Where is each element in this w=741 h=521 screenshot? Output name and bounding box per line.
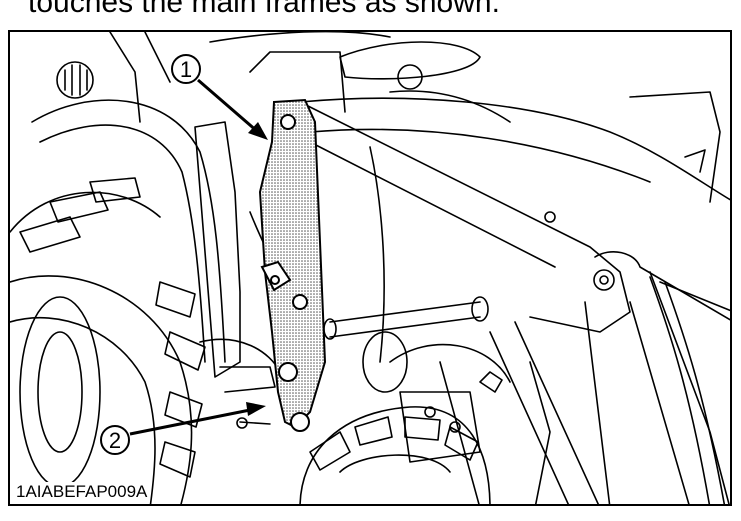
- callout-2: 2: [100, 402, 266, 455]
- tractor-loader-drawing: 1 2: [10, 32, 730, 504]
- technical-illustration: 1 2 1AIABEFAP009A: [8, 30, 732, 506]
- instruction-text: touches the main frames as shown.: [28, 0, 500, 19]
- figure-code: 1AIABEFAP009A: [14, 482, 150, 502]
- callout-1-label: 1: [180, 57, 192, 82]
- callout-1: 1: [171, 54, 268, 140]
- mounting-bracket: [258, 98, 327, 429]
- callout-2-label: 2: [109, 428, 121, 453]
